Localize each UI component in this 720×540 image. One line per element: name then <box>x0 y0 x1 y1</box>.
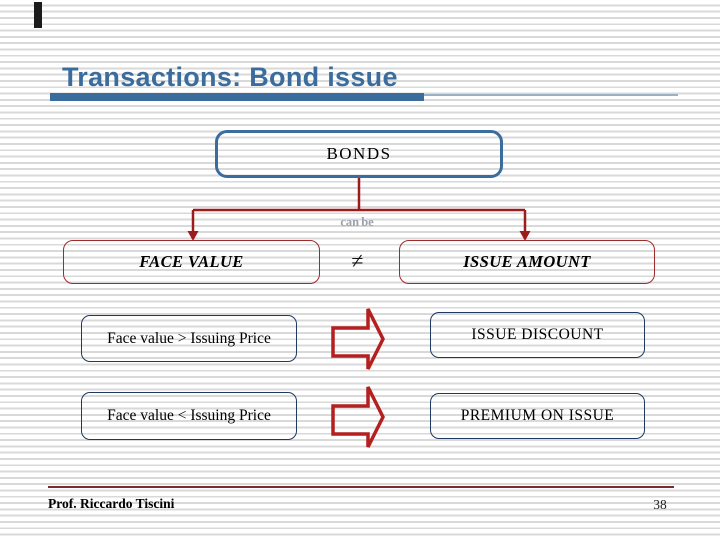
footer-divider-line <box>48 486 674 488</box>
bonds-node: BONDS <box>215 130 503 178</box>
result-box-row1: ISSUE DISCOUNT <box>430 312 645 358</box>
block-arrow-right-icon <box>331 386 385 448</box>
block-arrow-right-icon <box>331 308 385 370</box>
result-box-row2: PREMIUM ON ISSUE <box>430 393 645 439</box>
face-value-label: FACE VALUE <box>139 252 244 271</box>
title-underline-bar <box>50 93 424 101</box>
result-label: PREMIUM ON ISSUE <box>460 407 615 424</box>
arrowhead-right-icon <box>519 231 531 241</box>
arrowhead-left-icon <box>187 231 199 241</box>
title-underline-thin-line <box>424 94 678 96</box>
condition-label: Face value < Issuing Price <box>107 407 271 424</box>
result-label: ISSUE DISCOUNT <box>471 326 604 343</box>
face-value-node: FACE VALUE <box>63 240 320 284</box>
issue-amount-node: ISSUE AMOUNT <box>399 240 655 284</box>
connector-tree <box>191 178 527 232</box>
not-equal-symbol: ≠ <box>350 248 364 273</box>
issue-amount-label: ISSUE AMOUNT <box>463 252 591 271</box>
slide-title: Transactions: Bond issue <box>62 62 398 92</box>
corner-accent-bar <box>34 2 42 28</box>
bonds-node-label: BONDS <box>326 144 392 163</box>
page-number: 38 <box>653 497 667 512</box>
branch-label: can be <box>340 215 374 229</box>
condition-label: Face value > Issuing Price <box>107 329 271 347</box>
footer-author: Prof. Riccardo Tiscini <box>48 496 175 511</box>
condition-box-row1: Face value > Issuing Price <box>81 315 297 362</box>
condition-box-row2: Face value < Issuing Price <box>81 392 297 440</box>
